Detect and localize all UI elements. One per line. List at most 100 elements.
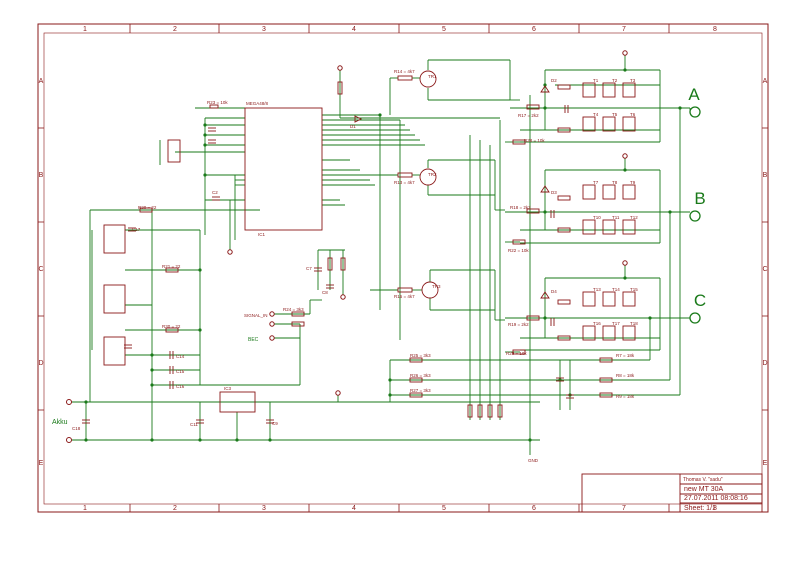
label-t18: T18 — [630, 321, 638, 326]
frame-outer — [37, 23, 769, 513]
col-label-top: 1 — [83, 26, 87, 33]
label-r29: R29 = 10k — [506, 351, 527, 356]
label-c11: C11 — [190, 422, 198, 427]
label-r7: R7 = 18k — [616, 353, 635, 358]
row-labels: A B C D E A B C D E — [38, 78, 767, 467]
label-r27: R27 = 3k3 — [410, 388, 431, 393]
label-r13: R13 = 4k7 — [394, 180, 415, 185]
label-r26: R26 = 3k3 — [410, 373, 431, 378]
gnd-label: GND — [528, 458, 539, 463]
net-labels: Akku SIGNAL_IN BEC GND — [52, 313, 539, 463]
col-label-bottom: 8 — [713, 505, 717, 512]
label-tr2: TR2 — [428, 172, 437, 177]
label-t11: T11 — [612, 215, 620, 220]
mosfet-bridge-a — [582, 82, 636, 132]
driver-transistors — [419, 70, 439, 299]
col-label-bottom: 2 — [173, 505, 177, 512]
col-label-top: 2 — [173, 26, 177, 33]
diodes — [354, 85, 550, 299]
label-t10: T10 — [593, 215, 601, 220]
label-t4: T4 — [593, 112, 599, 117]
phase-b-terminal — [689, 210, 701, 222]
label-c16: C16 — [176, 384, 185, 389]
connector-pads — [66, 50, 628, 443]
label-r17: R17 = 2k2 — [518, 113, 539, 118]
signal-in-label: SIGNAL_IN — [244, 313, 268, 318]
label-r19: R19 = 2k2 — [508, 322, 529, 327]
label-t17: T17 — [612, 321, 620, 326]
label-t7: T7 — [593, 180, 599, 185]
label-d4: D4 — [551, 289, 557, 294]
col-label-bottom: 4 — [352, 505, 356, 512]
label-c7: C7 — [306, 266, 312, 271]
mcu-designator: IC1 — [258, 232, 266, 237]
title-sheet: Sheet: 1/1 — [684, 505, 716, 512]
label-t16: T16 — [593, 321, 601, 326]
label-c14: C14 — [176, 354, 185, 359]
label-r15: R15 = 4k7 — [394, 294, 415, 299]
row-label-left: A — [39, 78, 44, 85]
regulator-designator: IC3 — [224, 386, 232, 391]
label-r24: R24 = 3k3 — [283, 307, 304, 312]
label-r14: R14 = 4k7 — [394, 69, 415, 74]
label-c2: C2 — [212, 190, 218, 195]
label-tr3: TR3 — [432, 284, 441, 289]
label-r18: R18 = 2k2 — [510, 205, 531, 210]
regulator-ic5 — [103, 336, 126, 366]
row-ticks — [38, 127, 768, 411]
akku-label: Akku — [52, 419, 68, 426]
col-label-bottom: 6 — [532, 505, 536, 512]
mcu-ic1: MEGA48/8 IC1 — [244, 101, 323, 237]
label-r22: R22 = 10k — [508, 248, 529, 253]
col-label-top: 3 — [262, 26, 266, 33]
label-r9: R9 = 18k — [616, 394, 635, 399]
row-label-left: D — [38, 360, 43, 367]
label-d3: D3 — [551, 190, 557, 195]
title-author: Thomas V. "sadu" — [683, 477, 723, 483]
col-label-bottom: 1 — [83, 505, 87, 512]
label-d1: D1 — [350, 124, 356, 129]
label-t5: T5 — [612, 112, 618, 117]
regulator-ic6 — [103, 224, 126, 254]
label-t12: T12 — [630, 215, 638, 220]
label-c17: C17 — [132, 227, 141, 232]
label-c9: C9 — [272, 421, 278, 426]
col-label-top: 7 — [622, 26, 626, 33]
phase-c-label: C — [694, 291, 706, 310]
label-c8: C8 — [322, 290, 328, 295]
row-label-right: E — [763, 460, 768, 467]
label-r8: R8 = 18k — [616, 373, 635, 378]
label-t14: T14 — [612, 287, 620, 292]
row-label-left: B — [39, 172, 44, 179]
regulator-ic4 — [103, 284, 126, 314]
label-t1: T1 — [593, 78, 599, 83]
phase-outputs: A B C — [688, 85, 706, 324]
label-c15: C15 — [176, 369, 185, 374]
designators: R23 = 10k R14 = 4k7 R13 = 4k7 R15 = 4k7 … — [72, 69, 638, 431]
label-r23: R23 = 10k — [207, 100, 228, 105]
label-t6: T6 — [630, 112, 636, 117]
title-name: new MT 30A — [684, 486, 723, 493]
label-r20: R20 = 22 — [138, 205, 157, 210]
title-date: 27.07.2011 08:08:16 — [684, 495, 748, 502]
col-label-bottom: 7 — [622, 505, 626, 512]
phase-b-label: B — [694, 189, 705, 208]
phase-c-terminal — [689, 312, 701, 324]
label-r28: R28 = 10k — [524, 138, 545, 143]
resistor-bodies — [139, 75, 613, 418]
row-label-left: C — [38, 266, 43, 273]
capacitors — [82, 105, 574, 424]
phase-a-terminal — [689, 106, 701, 118]
mosfet-bridge-b — [582, 184, 636, 235]
col-label-top: 5 — [442, 26, 446, 33]
wires — [69, 55, 691, 455]
label-r30: R30 = 22 — [162, 324, 181, 329]
label-r21: R21 = 22 — [162, 264, 181, 269]
phase-a-label: A — [688, 85, 700, 104]
row-label-right: C — [762, 266, 767, 273]
column-labels: 1 2 3 4 5 6 7 8 1 2 3 4 5 6 7 8 — [83, 26, 717, 512]
label-r25: R25 = 3k3 — [410, 353, 431, 358]
title-block: Thomas V. "sadu" new MT 30A 27.07.2011 0… — [581, 473, 763, 513]
